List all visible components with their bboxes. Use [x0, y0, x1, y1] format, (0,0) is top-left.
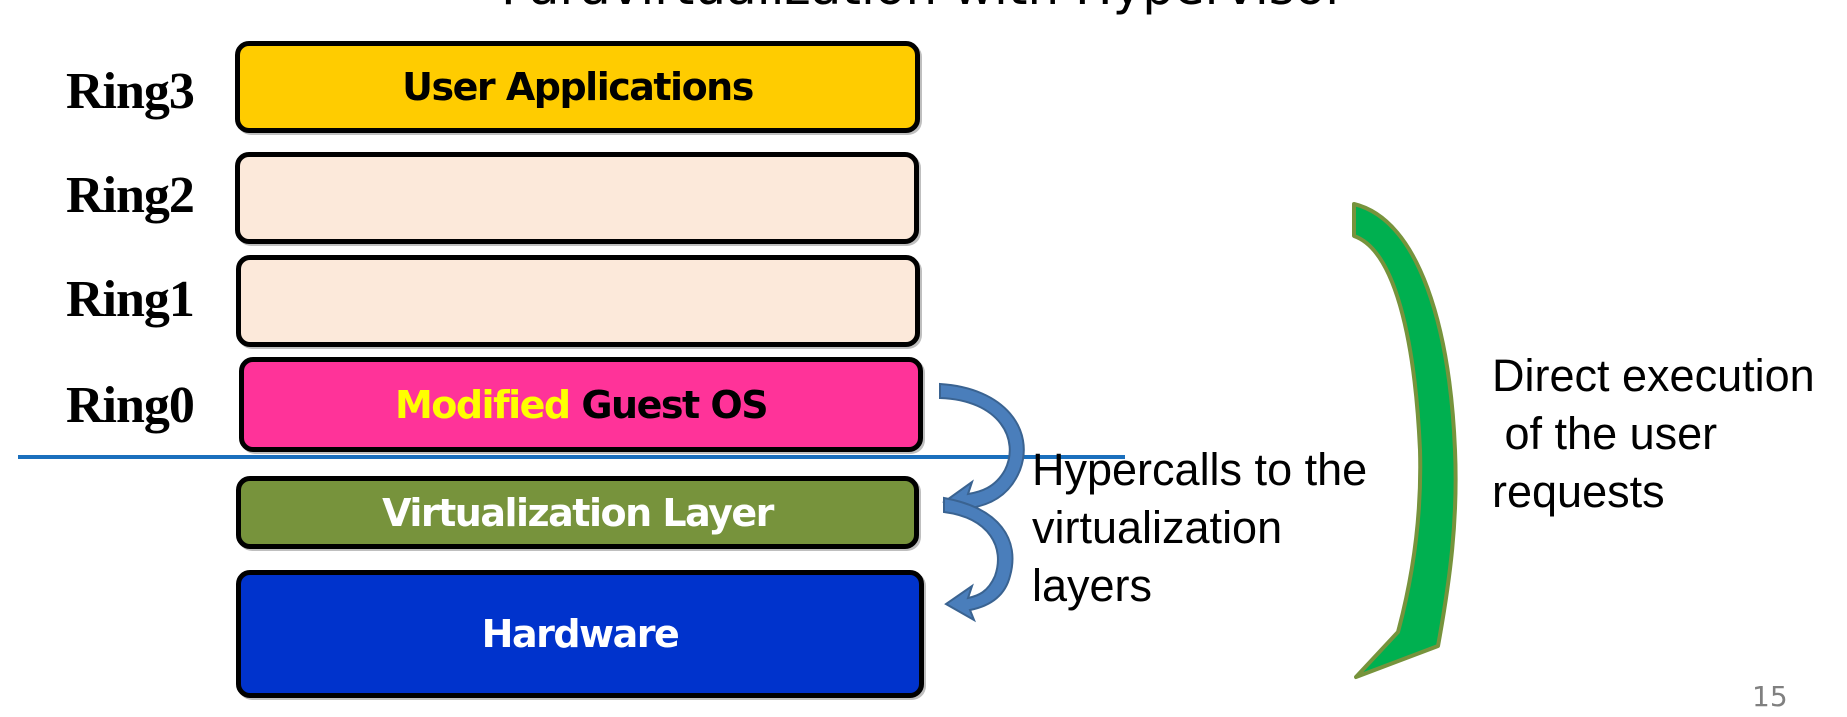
guest-os-label: Guest OS — [581, 382, 768, 427]
ring2-label: Ring2 — [66, 167, 195, 224]
direct-execution-bracket-icon — [1352, 202, 1458, 679]
hardware-box: Hardware — [236, 570, 924, 698]
ring3-label: Ring3 — [66, 63, 195, 120]
user-applications-box: User Applications — [235, 41, 920, 133]
guest-os-box: Modified Guest OS — [239, 357, 923, 452]
ring1-label: Ring1 — [66, 271, 195, 328]
ring2-box — [235, 152, 919, 244]
direct-execution-annotation: Direct execution of the user requests — [1492, 350, 1815, 517]
virtualization-layer-label: Virtualization Layer — [382, 490, 774, 535]
hardware-call-arrow-icon — [943, 496, 1014, 623]
page-number: 15 — [1752, 680, 1788, 713]
hypercalls-annotation: Hypercalls to the virtualization layers — [1032, 444, 1368, 611]
privilege-separator-line — [18, 455, 1125, 459]
virtualization-layer-box: Virtualization Layer — [236, 476, 919, 549]
slide-title-fragment: Paravirtualization with Hypervisor — [0, 0, 1847, 14]
ring1-box — [236, 255, 920, 347]
hardware-label: Hardware — [481, 612, 680, 656]
ring0-label: Ring0 — [66, 377, 195, 434]
modified-label: Modified — [394, 382, 571, 427]
user-applications-label: User Applications — [402, 65, 754, 109]
